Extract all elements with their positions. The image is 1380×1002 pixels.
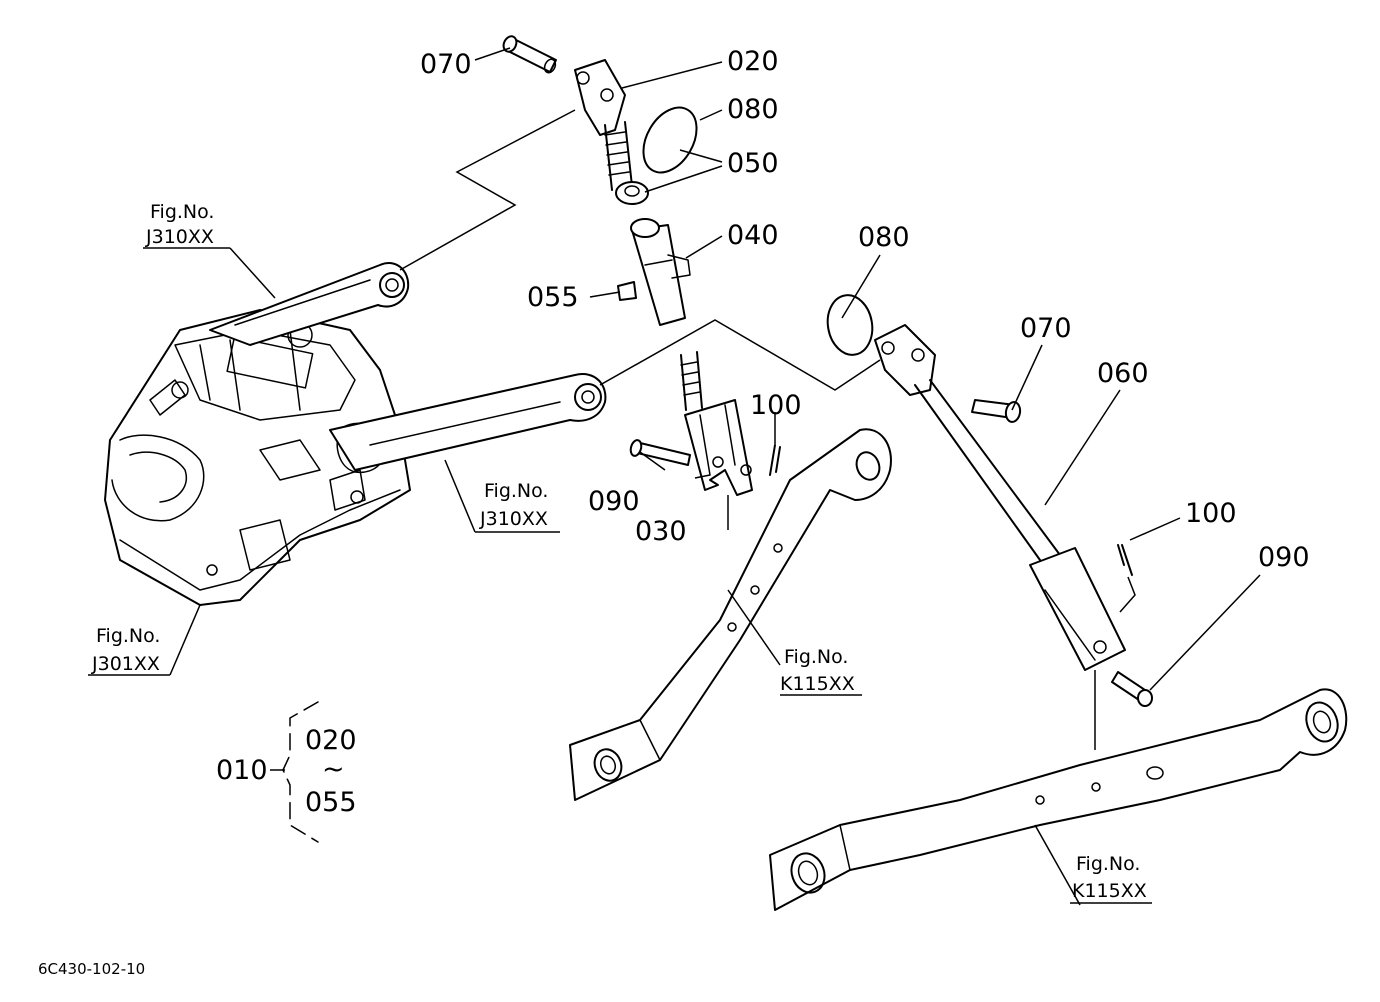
fig-ref-code: K115XX [1072,880,1147,902]
lift-rod-assembly [502,35,781,496]
label-090-mid: 090 [588,486,640,517]
figure-ref-3: Fig.No. J301XX [88,625,170,676]
upper-lift-arm [209,262,410,346]
assembly-tilde: ~ [322,754,345,785]
figure-ref-4: Fig.No. K115XX [780,646,862,696]
lower-link-left [569,428,892,801]
label-070-right: 070 [1020,313,1072,344]
label-060: 060 [1097,358,1149,389]
label-030: 030 [635,516,687,547]
fig-ref-code: J301XX [91,653,160,675]
label-090-right: 090 [1258,542,1310,573]
fig-ref-code: J310XX [479,508,548,530]
fig-ref-code: K115XX [780,673,855,695]
fig-ref-label: Fig.No. [150,201,214,223]
drawing-code: 6C430-102-10 [38,960,145,978]
hydraulic-housing [104,309,411,606]
part-labels: 070 020 080 050 040 055 080 070 060 100 … [420,46,1310,573]
label-080-right: 080 [858,222,910,253]
leader-lines [169,47,1261,906]
fig-ref-label: Fig.No. [784,646,848,668]
fig-ref-label: Fig.No. [96,625,160,647]
right-lift-rod [826,294,1153,707]
lower-lift-arm [329,373,607,471]
label-100-right: 100 [1185,498,1237,529]
label-020: 020 [727,46,779,77]
fig-ref-label: Fig.No. [484,480,548,502]
label-070-top: 070 [420,49,472,80]
assembly-from: 020 [305,725,357,756]
assembly-bracket: 010 020 ~ 055 [216,701,357,843]
label-055: 055 [527,282,579,313]
label-080-top: 080 [727,94,779,125]
figure-ref-5: Fig.No. K115XX [1070,853,1152,904]
label-040: 040 [727,220,779,251]
fig-ref-label: Fig.No. [1076,853,1140,875]
label-100-mid: 100 [750,390,802,421]
assembly-to: 055 [305,787,357,818]
figure-ref-1: Fig.No. J310XX [143,201,230,249]
fig-ref-code: J310XX [145,226,214,248]
label-010: 010 [216,755,268,786]
label-050: 050 [727,148,779,179]
figure-ref-2: Fig.No. J310XX [475,480,560,533]
lower-link-right [769,688,1348,911]
